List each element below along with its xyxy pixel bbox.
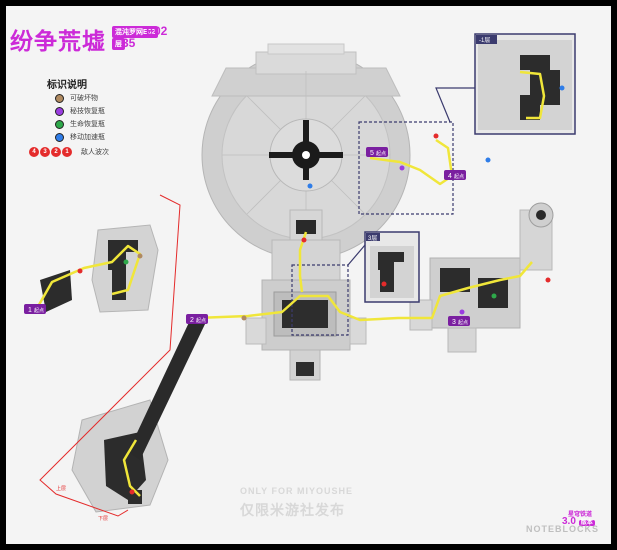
diagonal-bridge <box>128 316 206 460</box>
route-zone1 <box>34 244 142 311</box>
enemy-marker <box>301 237 307 243</box>
enemy-wave-badge: 3 <box>40 147 50 157</box>
inset-connector-upper <box>435 87 475 123</box>
start5-text: 起点 <box>376 151 386 157</box>
subtitle-floor-badge: 层 <box>112 38 125 50</box>
enemy-wave-badge: 1 <box>62 147 72 157</box>
legend-label: 生命恢复瓶 <box>70 121 105 128</box>
right-complex <box>409 202 554 353</box>
brand-game-name: 星穹铁道 <box>568 512 593 518</box>
page-title: 纷争荒墟 <box>10 28 106 54</box>
enemy-marker <box>381 281 387 287</box>
inset-connector-floor3 <box>347 244 366 266</box>
enemy-wave-badge: 4 <box>29 147 39 157</box>
start5-number: 5 <box>370 150 374 157</box>
start3-number: 3 <box>452 319 456 326</box>
purple-dot-icon <box>55 106 64 116</box>
subtitle-tag-mode: 混沌罗网E02 <box>112 26 159 38</box>
enemy-waves-label: 敌人波次 <box>81 149 109 156</box>
enemy-marker <box>433 133 439 139</box>
inset-floor3 <box>364 231 420 303</box>
legend-label: 移动加速瓶 <box>70 134 105 141</box>
legend-title: 标识说明 <box>47 80 87 91</box>
zone-a-label: 上层 <box>56 485 66 492</box>
zone-b-label: 下层 <box>98 516 108 522</box>
green-dot-icon <box>55 119 64 129</box>
inset-upper-floor <box>474 33 576 135</box>
enemy-marker <box>129 489 135 495</box>
enemy-marker <box>77 268 83 274</box>
legend-item-breakable: 可破坏物 <box>55 92 98 104</box>
brand-version-number: 3.0 <box>562 516 576 527</box>
brand-version-badge: 版本 <box>578 520 595 526</box>
central-complex <box>245 209 367 381</box>
brand-version: 3.0 版本 <box>562 516 595 527</box>
start4-number: 4 <box>448 173 452 180</box>
floor3-label: 3层 <box>368 235 377 242</box>
legend-item-hp: 生命恢复瓶 <box>55 118 105 130</box>
purple-bottle-icon <box>459 309 465 315</box>
circular-hall <box>201 43 411 260</box>
watermark-english: ONLY FOR MIYOUSHE <box>240 486 354 496</box>
route-hall <box>369 138 454 186</box>
zone-boundary-line <box>39 194 181 517</box>
highlight-box-hall <box>358 121 454 215</box>
subtitle-floor-number: 35 <box>122 36 136 50</box>
blue-bottle-icon <box>485 157 491 163</box>
route-bottom <box>122 439 141 497</box>
start1-text: 起点 <box>34 308 44 314</box>
start3-text: 起点 <box>458 320 468 326</box>
subtitle-e-code: E02 <box>146 24 168 38</box>
left-building <box>40 224 159 313</box>
map-badges: -1层 3层 1 起点 2 起点 3 起点 4 起点 5 起点 上层 下层 <box>24 35 496 522</box>
enemy-marker <box>545 277 551 283</box>
brown-dot-icon <box>55 93 64 103</box>
purple-bottle-icon <box>399 165 405 171</box>
legend-item-technique: 秘技恢复瓶 <box>55 105 105 117</box>
legend-enemy-waves: 4 3 2 1 敌人波次 <box>29 147 109 157</box>
item-markers <box>77 85 565 495</box>
green-bottle-icon <box>491 293 497 299</box>
blue-dot-icon <box>55 132 64 142</box>
brown-crate-icon <box>137 253 143 259</box>
start4-text: 起点 <box>454 174 464 180</box>
legend-label: 可破坏物 <box>70 95 98 102</box>
start1-number: 1 <box>28 307 32 314</box>
start2-number: 2 <box>190 317 194 324</box>
route-upper-inset <box>519 70 546 120</box>
brown-crate-icon <box>241 315 247 321</box>
route-main <box>195 261 533 322</box>
green-bottle-icon <box>123 259 129 265</box>
start2-text: 起点 <box>196 318 206 324</box>
watermark-chinese: 仅限米游社发布 <box>240 502 345 518</box>
brand-logo-text: NOTEBLOCKS <box>526 524 599 534</box>
enemy-wave-badge: 2 <box>51 147 61 157</box>
legend-label: 秘技恢复瓶 <box>70 108 105 115</box>
legend-item-speed: 移动加速瓶 <box>55 131 105 143</box>
blue-bottle-icon <box>559 85 565 91</box>
highlight-box-center <box>291 264 349 336</box>
upper-floor-label: -1层 <box>479 37 490 44</box>
blue-bottle-icon <box>307 183 313 189</box>
